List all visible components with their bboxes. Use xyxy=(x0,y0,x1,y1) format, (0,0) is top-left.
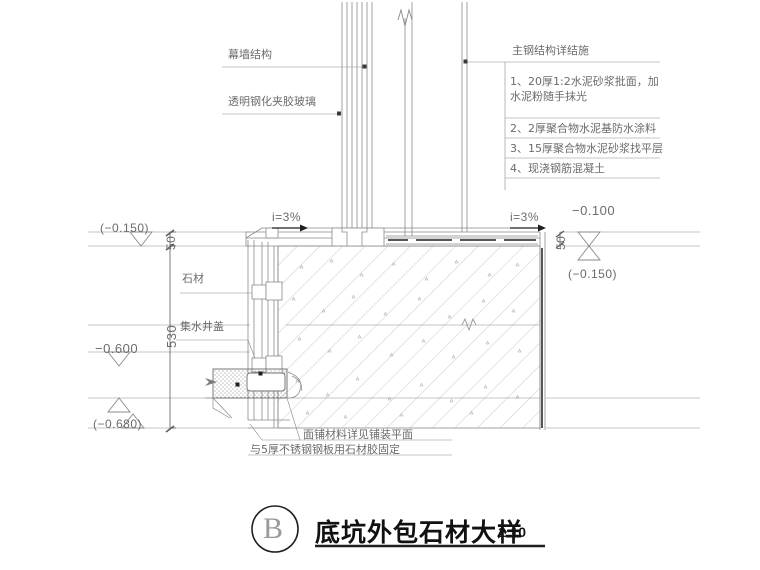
level-left-mid: −0.600 xyxy=(95,341,139,356)
bottom-note-fixing: 与5厚不锈钢钢板用石材胶固定 xyxy=(250,443,400,456)
main-steel-column-lines xyxy=(404,2,468,236)
detail-scale: 1:10 xyxy=(498,524,527,540)
dimension-chain-left xyxy=(165,229,176,433)
slope-arrows xyxy=(272,224,546,232)
level-left-bottom: (−0.680) xyxy=(93,417,143,431)
dimension-left-530: 530 xyxy=(164,324,179,348)
leader-lines-right xyxy=(463,59,660,190)
dimension-left-50: 50 xyxy=(164,235,178,250)
annotation-curtain-wall-structure: 幕墙结构 xyxy=(228,48,272,61)
right-waterproof-layers xyxy=(539,232,546,430)
layer-note-3: 3、15厚聚合物水泥砂浆找平层 xyxy=(510,142,663,155)
level-left-top: (−0.150) xyxy=(100,221,150,235)
top-slab xyxy=(245,227,540,247)
bottom-note-leaders xyxy=(248,397,452,456)
annotation-main-steel-structure: 主钢结构详结施 xyxy=(512,44,589,57)
detail-bubble-letter: B xyxy=(263,512,284,545)
horizontal-break-marks xyxy=(461,317,477,332)
annotation-sump-pit-cover: 集水井盖 xyxy=(180,320,224,333)
drain-curve-detail xyxy=(287,371,302,399)
concrete-mass xyxy=(277,245,541,429)
annotation-laminated-glass: 透明钢化夹胶玻璃 xyxy=(228,95,316,108)
mullion-base-block xyxy=(331,227,385,247)
break-symbol xyxy=(397,8,413,27)
sump-pit-cover-block xyxy=(205,368,288,419)
curtain-wall-mullion xyxy=(341,2,373,232)
annotation-stone: 石材 xyxy=(182,272,204,285)
level-right-bottom: (−0.150) xyxy=(568,267,618,281)
detail-title: 底坑外包石材大样 xyxy=(315,518,524,547)
dimension-right xyxy=(555,230,565,249)
slope-left: i=3% xyxy=(272,210,302,224)
cladding-fixings xyxy=(251,227,283,375)
layer-note-1-cont: 水泥粉随手抹光 xyxy=(510,90,587,103)
level-markers xyxy=(107,231,601,429)
slope-right: i=3% xyxy=(510,210,540,224)
slab-embeds-secondary xyxy=(386,235,538,245)
title-bubble xyxy=(251,505,299,553)
level-right-top: −0.100 xyxy=(572,203,616,218)
layer-note-1: 1、20厚1:2水泥砂浆批面，加 xyxy=(510,75,659,88)
dimension-right-50: 50 xyxy=(554,235,568,250)
layer-note-4: 4、现浇钢筋混凝土 xyxy=(510,162,605,175)
layer-note-2: 2、2厚聚合物水泥基防水涂料 xyxy=(510,122,656,135)
bottom-note-paving: 面铺材料详见铺装平面 xyxy=(303,428,413,441)
